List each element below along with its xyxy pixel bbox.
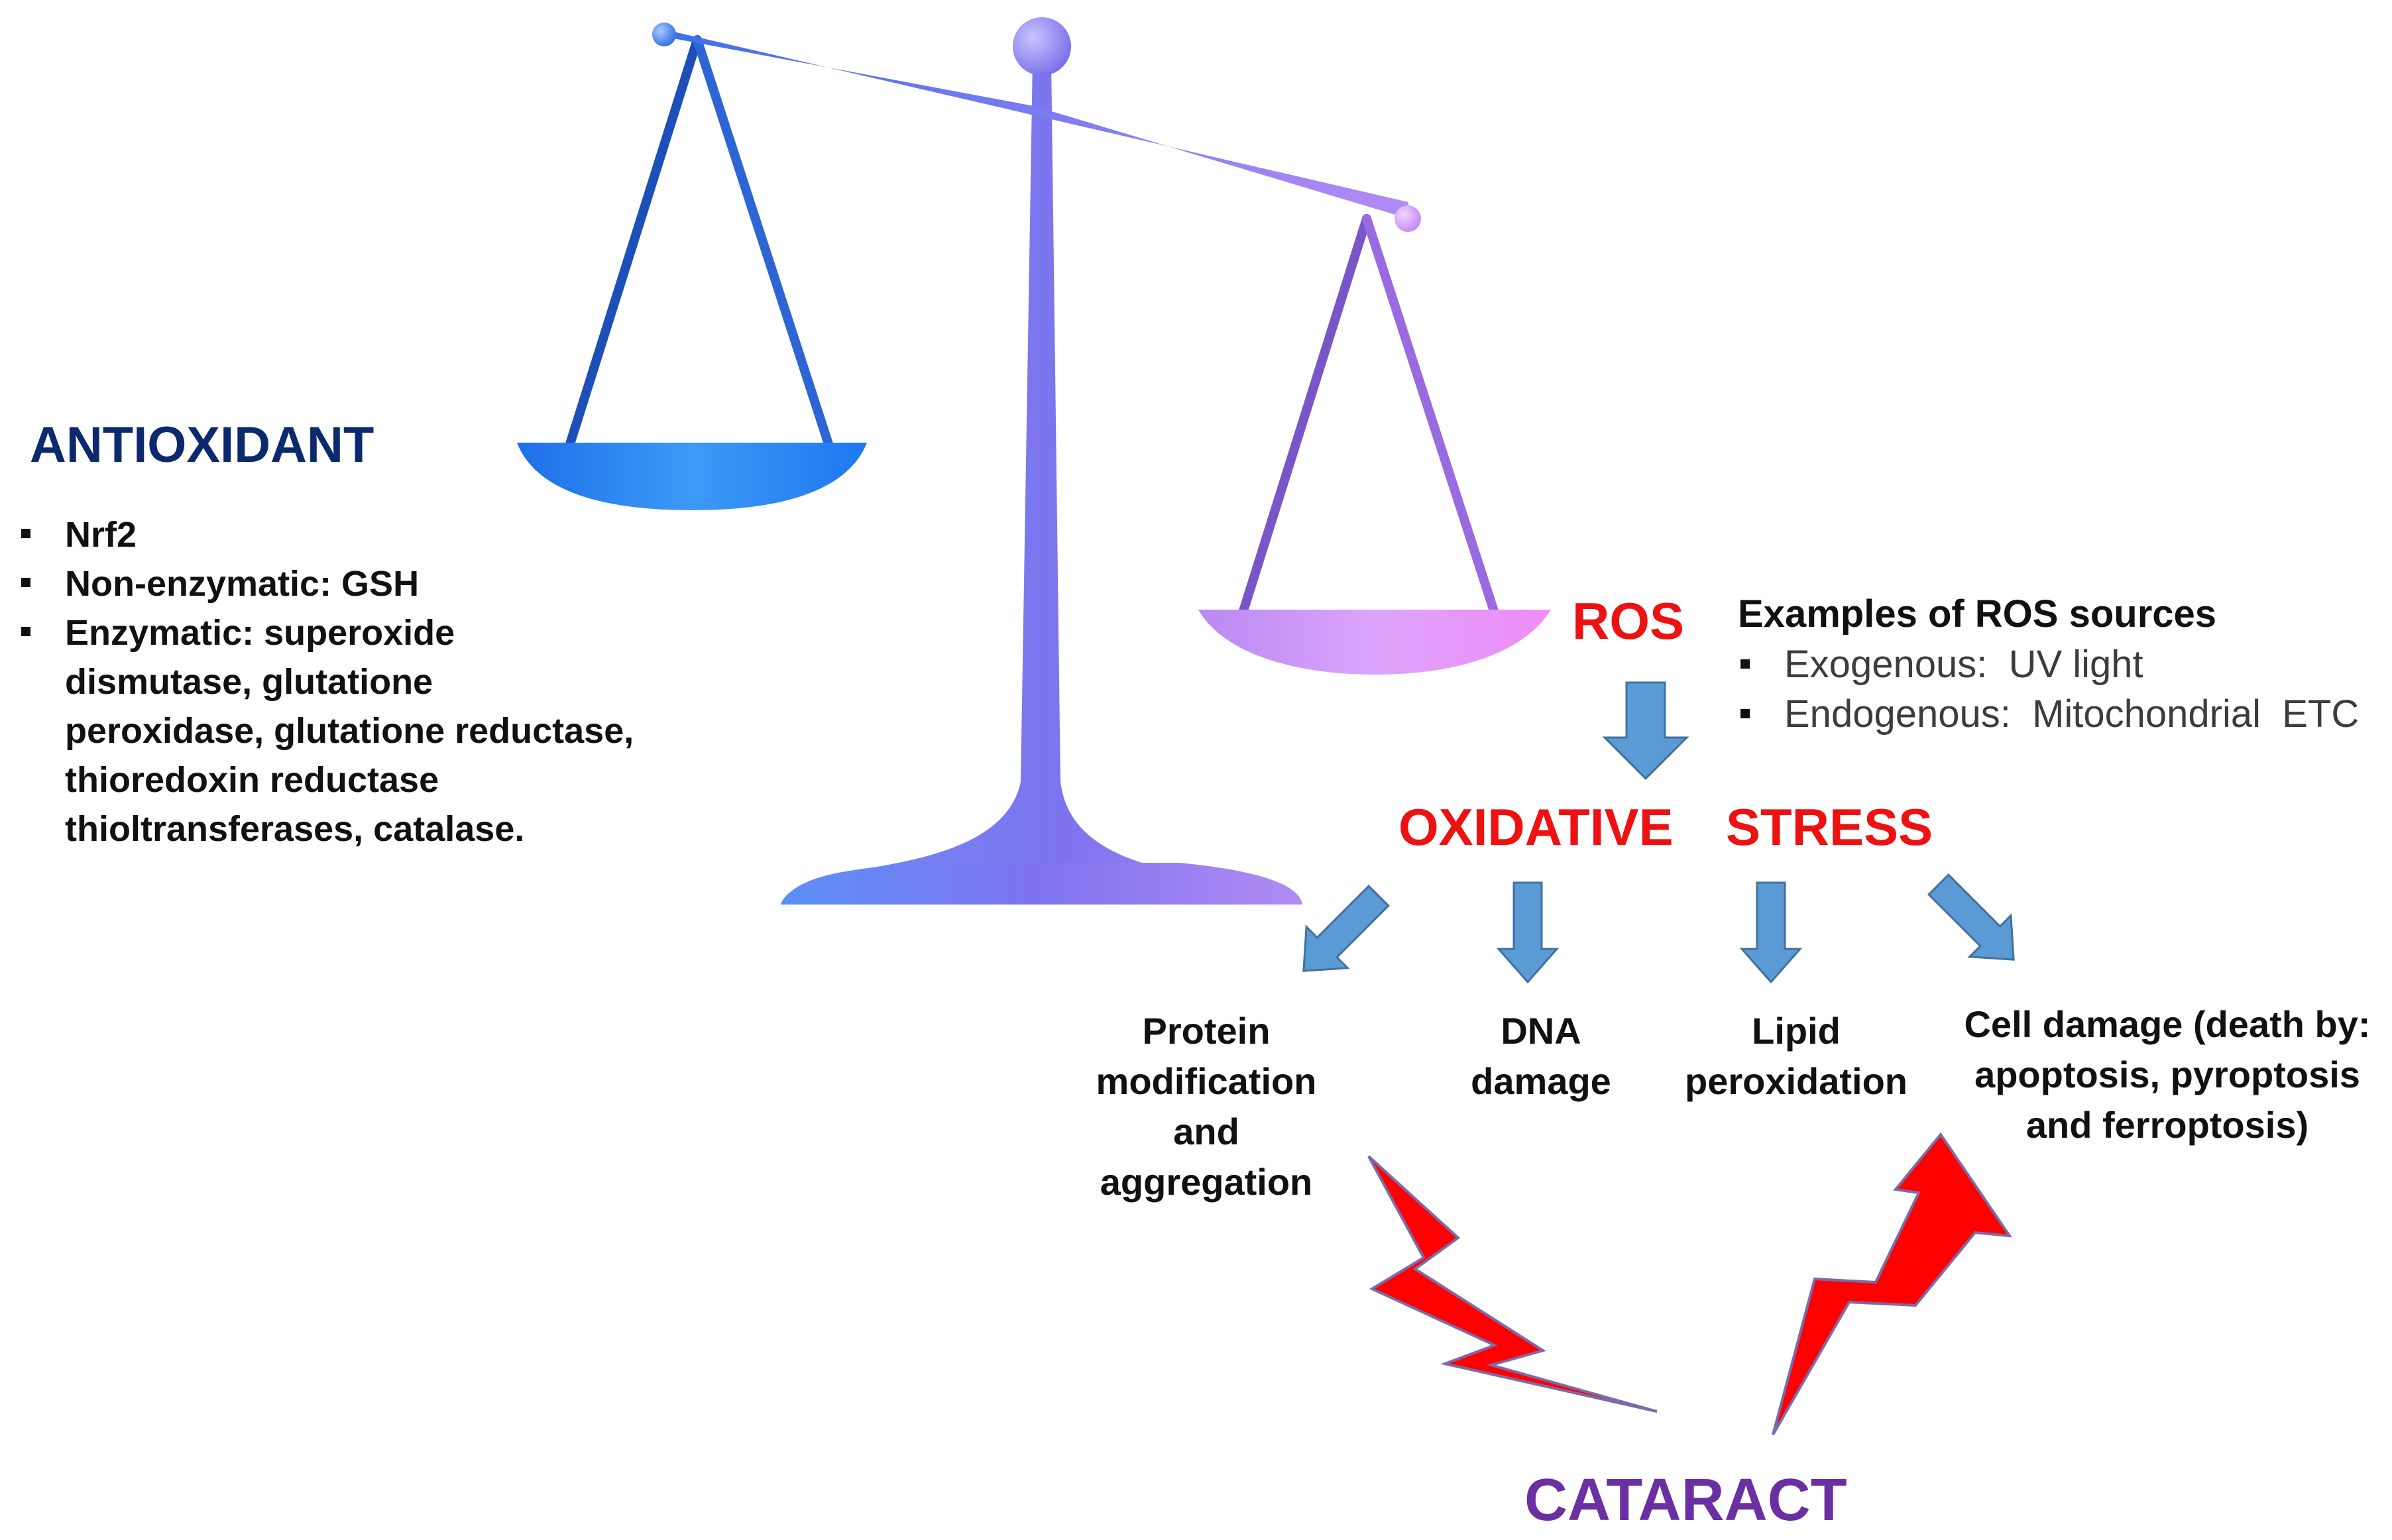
balance-scale-icon — [517, 17, 1551, 905]
cataract-label: CATARACT — [1524, 1467, 1847, 1533]
ros-sources-title: Examples of ROS sources — [1738, 592, 2217, 635]
ros-label: ROS — [1572, 592, 1685, 650]
list-item: Nrf2 — [20, 510, 636, 559]
list-item: Enzymatic: superoxide dismutase, glutati… — [20, 608, 636, 853]
list-item: Exogenous: UV light — [1738, 639, 2392, 689]
effect-protein: Protein modification and aggregation — [1096, 1010, 1317, 1203]
down-arrow-icon — [1739, 881, 1803, 984]
list-item: Endogenous: Mitochondrial ETC — [1738, 689, 2392, 739]
down-arrow-icon — [1302, 885, 1390, 972]
down-arrow-icon — [1927, 873, 2015, 961]
effect-dna: DNA damage — [1471, 1010, 1611, 1102]
down-arrow-icon — [1602, 681, 1689, 781]
down-arrow-icon — [1496, 881, 1560, 984]
list-item: Non-enzymatic: GSH — [20, 559, 636, 608]
lightning-bolt-icon — [1367, 1155, 1658, 1413]
antioxidant-list: Nrf2 Non-enzymatic: GSH Enzymatic: super… — [20, 510, 636, 853]
effect-cell-damage: Cell damage (death by: apoptosis, pyropt… — [1964, 1003, 2371, 1146]
effect-lipid: Lipid peroxidation — [1684, 1010, 1908, 1102]
antioxidant-title: ANTIOXIDANT — [30, 417, 374, 473]
lightning-bolt-icon — [1772, 1132, 2013, 1435]
oxidative-stress-label: OXIDATIVE STRESS — [1398, 798, 1933, 856]
ros-sources-list: Exogenous: UV light Endogenous: Mitochon… — [1738, 639, 2392, 739]
